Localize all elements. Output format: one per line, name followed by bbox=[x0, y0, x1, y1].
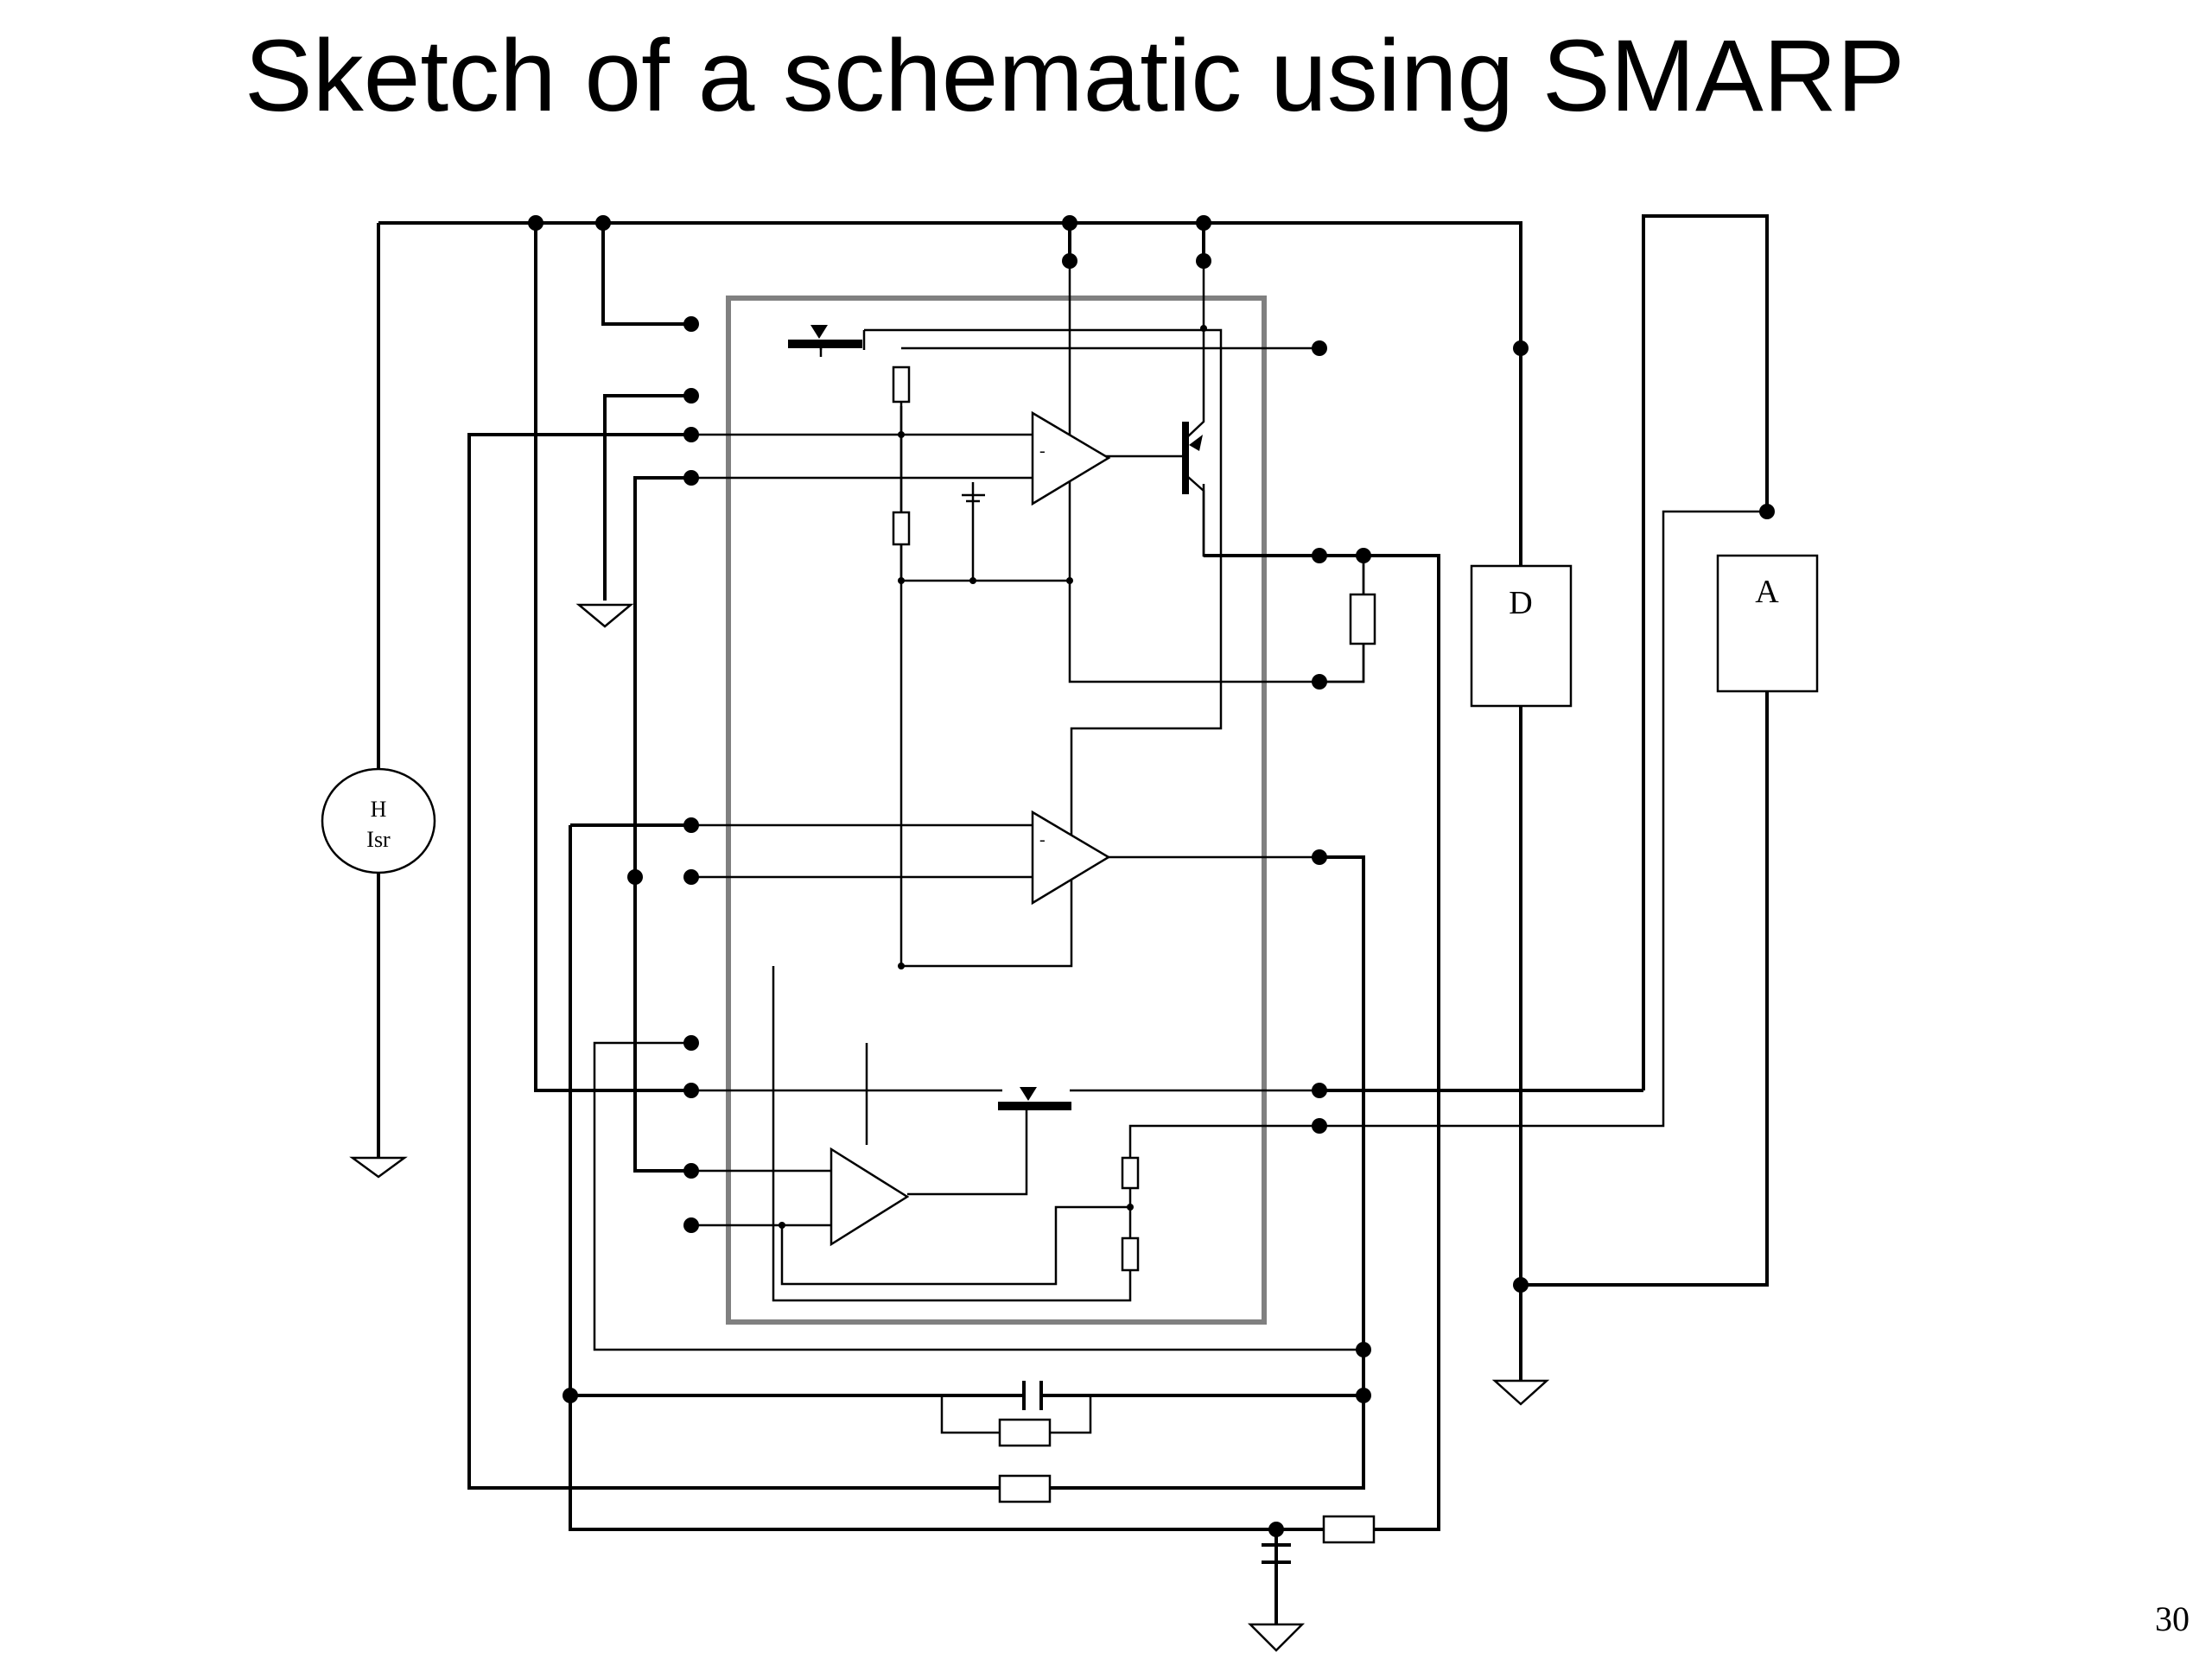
opamp-2 bbox=[1031, 810, 1111, 906]
resistor-bottom-3 bbox=[1322, 1515, 1376, 1544]
resistor-internal-2 bbox=[892, 511, 911, 546]
resistor-right bbox=[1349, 593, 1376, 645]
resistor-bottom-2 bbox=[998, 1474, 1052, 1503]
ground-icon bbox=[349, 1156, 408, 1179]
svg-text:H: H bbox=[371, 797, 387, 822]
svg-text:A: A bbox=[1755, 574, 1779, 610]
mosfet-top bbox=[788, 325, 862, 348]
bottom-network bbox=[570, 1350, 1439, 1624]
slide-title: Sketch of a schematic using SMARP bbox=[245, 19, 1905, 133]
wires-resistor-right bbox=[1204, 554, 1439, 683]
resistor-internal-4 bbox=[1121, 1236, 1140, 1272]
junction-dots bbox=[528, 215, 1775, 1537]
resistor-internal-1 bbox=[892, 365, 911, 404]
wires-right bbox=[1319, 214, 1769, 1287]
page-number: 30 bbox=[2155, 1599, 2190, 1638]
wires-top bbox=[377, 221, 1522, 1404]
ic-chip-outline bbox=[726, 296, 1267, 1325]
resistor-bottom-1 bbox=[998, 1418, 1052, 1447]
opamp-1 bbox=[1031, 410, 1111, 506]
block-d: D bbox=[1470, 564, 1573, 708]
mosfet-bottom bbox=[998, 1087, 1071, 1110]
ground-icon bbox=[1247, 1623, 1306, 1652]
opamp-3 bbox=[830, 1147, 910, 1247]
svg-text:D: D bbox=[1509, 585, 1532, 621]
resistor-internal-3 bbox=[1121, 1156, 1140, 1190]
opamp-1-sign: - bbox=[1039, 442, 1046, 461]
bjt-transistor bbox=[1182, 328, 1319, 557]
block-a: A bbox=[1716, 554, 1819, 693]
ground-symbols bbox=[349, 603, 1550, 1652]
opamp-2-sign: - bbox=[1039, 830, 1046, 849]
svg-text:Isr: Isr bbox=[366, 827, 391, 852]
ground-icon bbox=[1491, 1379, 1550, 1406]
hall-sensor: H Isr bbox=[321, 767, 436, 874]
wires-left bbox=[467, 394, 1440, 1531]
ground-icon bbox=[575, 603, 634, 628]
